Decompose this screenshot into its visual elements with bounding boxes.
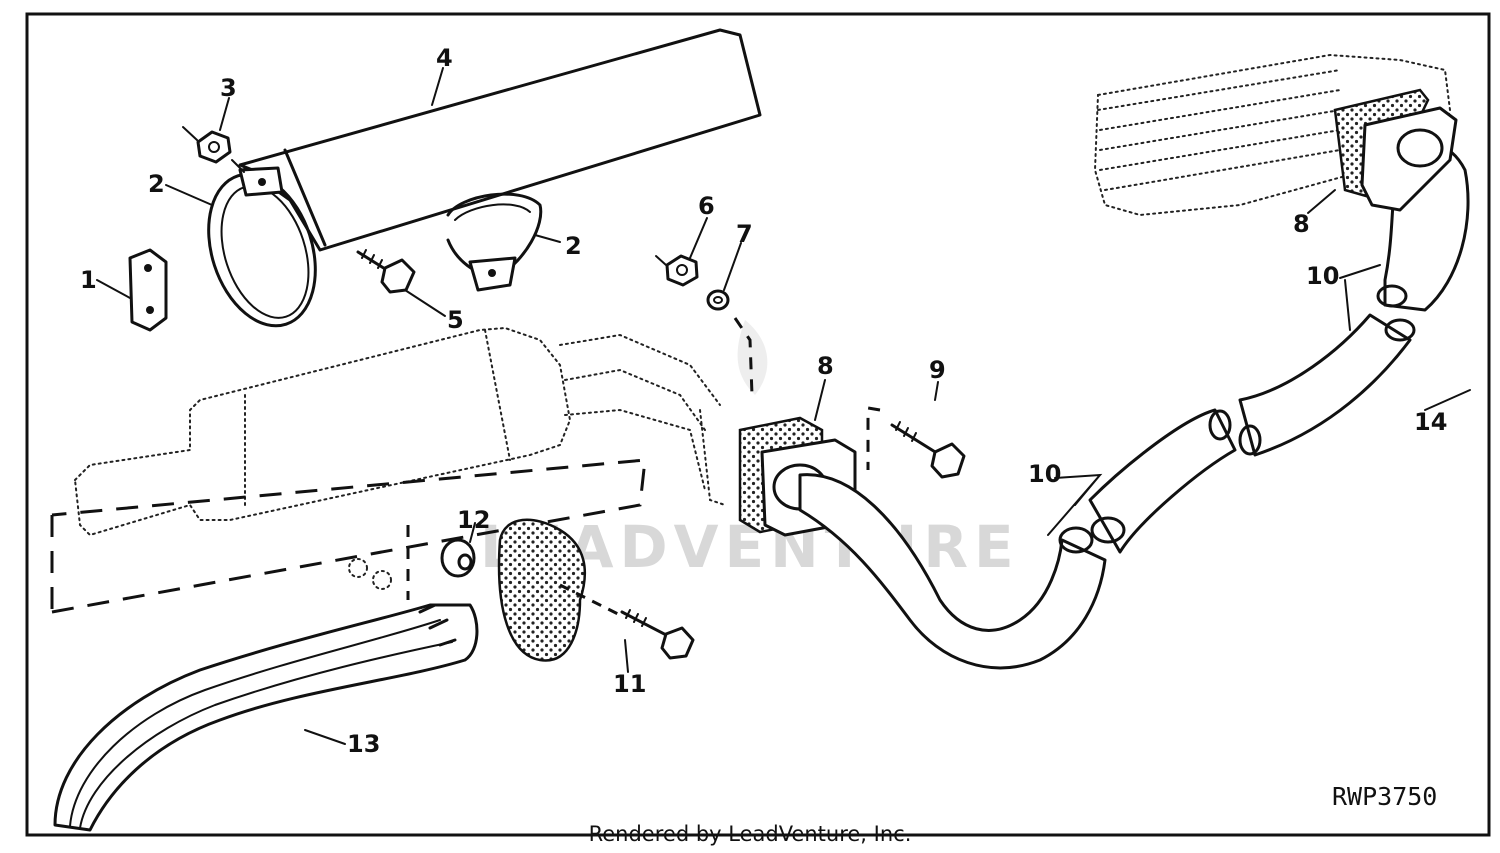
assembly-line-7 [733, 317, 754, 396]
callout-5: 5 [447, 306, 464, 334]
callout-10-second: 10 [1306, 262, 1339, 290]
exhaust-clamp-left [207, 166, 317, 328]
callout-13: 13 [347, 730, 380, 758]
assembly-box [50, 458, 647, 614]
bolt-9 [890, 421, 966, 479]
callout-14: 14 [1414, 408, 1447, 436]
tail-pipe-13 [53, 603, 479, 832]
callout-3: 3 [220, 74, 237, 102]
spacer-12 [348, 538, 476, 590]
gasket-flange-8-upper [1333, 88, 1458, 212]
muffler-outline [73, 326, 726, 537]
callout-9: 9 [929, 356, 946, 384]
bolt-5 [356, 249, 416, 294]
callout-1: 1 [80, 266, 97, 294]
watermark-logo [737, 320, 768, 395]
clamp-strap [128, 248, 168, 332]
exhaust-clamp-right [446, 192, 543, 292]
callout-10: 10 [1028, 460, 1061, 488]
callout-2-second: 2 [565, 232, 582, 260]
assembly-line-9 [866, 406, 881, 470]
bolt-11 [559, 583, 695, 660]
footer-credit: Rendered by LeadVenture, Inc. [588, 822, 912, 846]
callout-6: 6 [698, 192, 715, 220]
hex-nut-3 [182, 126, 245, 173]
pipe-section-14 [1238, 313, 1416, 457]
leader-lines [96, 67, 1471, 745]
callout-8: 8 [817, 352, 834, 380]
lock-washer-7 [706, 289, 730, 311]
heat-shield [238, 28, 762, 252]
diagram-border [25, 12, 1491, 837]
hex-nut-6 [655, 254, 699, 287]
callout-7: 7 [736, 220, 753, 248]
callout-11: 11 [613, 670, 646, 698]
callout-2: 2 [148, 170, 165, 198]
callout-4: 4 [436, 44, 453, 72]
heat-plate [497, 518, 587, 662]
pipe-section-10-middle [1088, 408, 1237, 554]
callout-8-second: 8 [1293, 210, 1310, 238]
callout-12: 12 [457, 506, 490, 534]
figure-code: RWP3750 [1332, 782, 1437, 811]
exhaust-pipe-elbow [798, 473, 1107, 670]
